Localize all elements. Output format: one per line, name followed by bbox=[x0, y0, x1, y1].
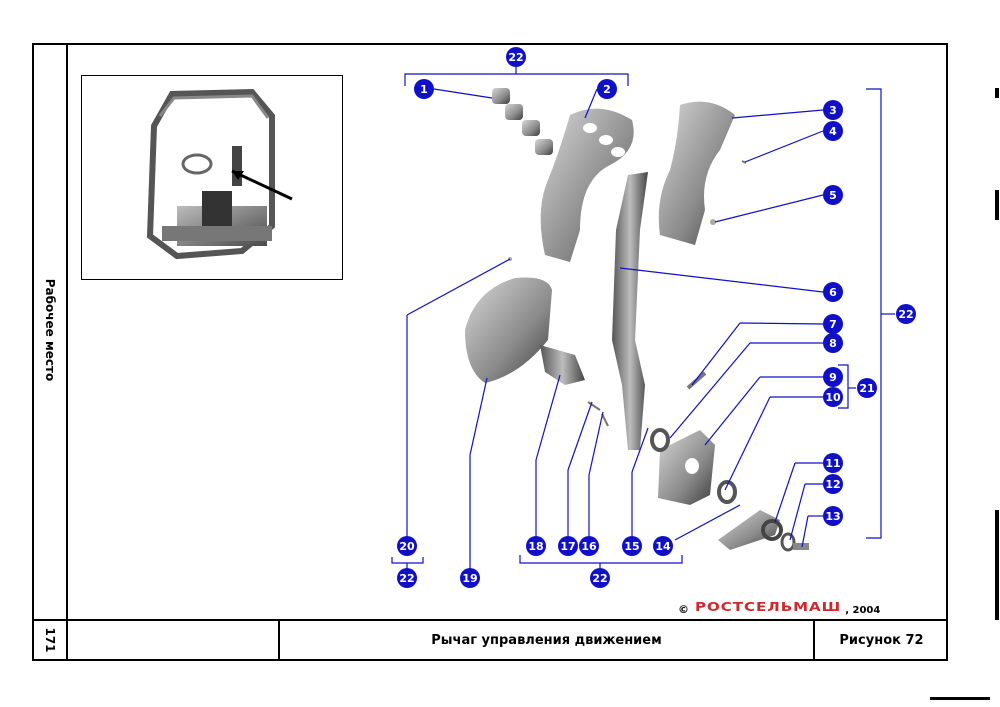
cab-illustration bbox=[146, 88, 293, 260]
part-lever-rod bbox=[612, 172, 648, 450]
svg-text:14: 14 bbox=[655, 540, 671, 553]
callout-19: 19 bbox=[460, 568, 480, 588]
part-washer bbox=[717, 480, 737, 504]
part-crank bbox=[718, 510, 780, 550]
part-buttons bbox=[492, 88, 553, 155]
callout-4: 4 bbox=[823, 121, 843, 141]
callout-2: 2 bbox=[597, 79, 617, 99]
svg-text:22: 22 bbox=[898, 308, 913, 321]
svg-text:18: 18 bbox=[528, 540, 543, 553]
callout-12: 12 bbox=[823, 474, 843, 494]
figure-title: Рычаг управления движением bbox=[431, 632, 662, 648]
callout-7: 7 bbox=[823, 314, 843, 334]
callout-10: 10 bbox=[823, 387, 843, 407]
callout-8: 8 bbox=[823, 333, 843, 353]
svg-text:12: 12 bbox=[825, 478, 840, 491]
copyright: © РОСТСЕЛЬМАШ , 2004 bbox=[678, 598, 880, 616]
figure-label: Рисунок 72 bbox=[839, 632, 924, 648]
part-shaft bbox=[540, 345, 585, 385]
svg-text:13: 13 bbox=[825, 510, 840, 523]
side-strip bbox=[32, 43, 68, 620]
callout-14: 14 bbox=[653, 536, 673, 556]
svg-text:19: 19 bbox=[462, 572, 477, 585]
callout-22-left: 22 bbox=[397, 568, 417, 588]
svg-text:15: 15 bbox=[624, 540, 639, 553]
svg-text:1: 1 bbox=[420, 83, 428, 96]
callout-13: 13 bbox=[823, 506, 843, 526]
callout-6: 6 bbox=[823, 282, 843, 302]
svg-text:8: 8 bbox=[829, 337, 837, 350]
title-block bbox=[32, 619, 948, 661]
part-handle-left bbox=[540, 108, 634, 262]
part-washer bbox=[780, 532, 796, 552]
svg-text:5: 5 bbox=[829, 189, 837, 202]
drawing-frame bbox=[32, 43, 948, 661]
copyright-symbol: © bbox=[678, 603, 689, 616]
scan-artifact bbox=[995, 510, 999, 620]
svg-text:9: 9 bbox=[829, 371, 837, 384]
callout-3: 3 bbox=[823, 100, 843, 120]
part-cover bbox=[465, 277, 552, 383]
svg-text:2: 2 bbox=[603, 83, 611, 96]
svg-text:6: 6 bbox=[829, 286, 837, 299]
svg-text:21: 21 bbox=[859, 382, 874, 395]
callout-18: 18 bbox=[526, 536, 546, 556]
scan-artifact bbox=[995, 88, 999, 98]
callout-22-right: 22 bbox=[896, 304, 916, 324]
svg-text:22: 22 bbox=[508, 51, 523, 64]
svg-text:16: 16 bbox=[581, 540, 597, 553]
callout-16: 16 bbox=[579, 536, 599, 556]
svg-text:3: 3 bbox=[829, 104, 837, 117]
svg-text:7: 7 bbox=[829, 318, 837, 331]
callout-17: 17 bbox=[558, 536, 578, 556]
title-block-divider bbox=[813, 619, 815, 661]
svg-text:22: 22 bbox=[399, 572, 414, 585]
callout-15: 15 bbox=[622, 536, 642, 556]
svg-text:20: 20 bbox=[399, 540, 415, 553]
svg-text:11: 11 bbox=[825, 457, 840, 470]
svg-text:17: 17 bbox=[560, 540, 575, 553]
leader-lines bbox=[391, 66, 895, 570]
title-block-divider bbox=[278, 619, 280, 661]
callout-22-top: 22 bbox=[506, 47, 526, 67]
callout-1: 1 bbox=[414, 79, 434, 99]
part-washer bbox=[650, 428, 670, 452]
part-handle-right bbox=[658, 101, 735, 246]
callout-5: 5 bbox=[823, 185, 843, 205]
location-inset bbox=[81, 75, 343, 280]
svg-text:4: 4 bbox=[829, 125, 837, 138]
scan-artifact bbox=[995, 190, 999, 220]
page-cell bbox=[32, 619, 68, 661]
brand-logo: РОСТСЕЛЬМАШ bbox=[695, 599, 842, 615]
callout-22-bottom: 22 bbox=[590, 568, 610, 588]
svg-text:10: 10 bbox=[825, 391, 841, 404]
callout-9: 9 bbox=[823, 367, 843, 387]
svg-text:22: 22 bbox=[592, 572, 607, 585]
callout-20: 20 bbox=[397, 536, 417, 556]
callout-21: 21 bbox=[857, 378, 877, 398]
part-pin bbox=[686, 371, 707, 390]
scan-artifact bbox=[930, 697, 990, 700]
copyright-year: , 2004 bbox=[845, 605, 881, 616]
callout-11: 11 bbox=[823, 453, 843, 473]
